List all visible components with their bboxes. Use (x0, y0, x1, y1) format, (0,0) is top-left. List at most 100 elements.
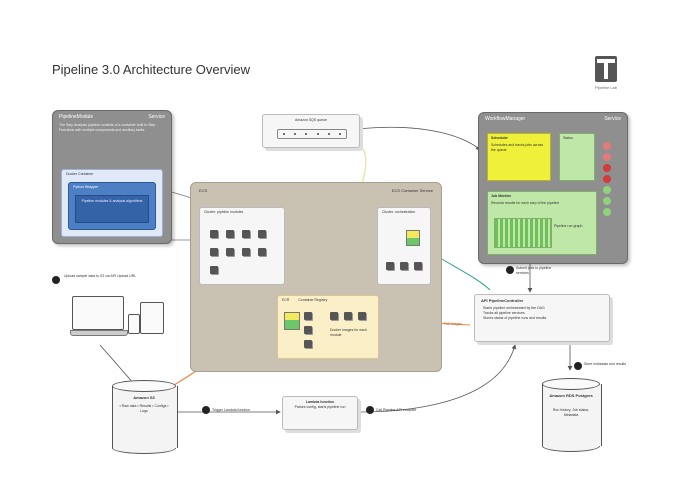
run-graph-caption: Pipeline run graph (554, 224, 583, 228)
image-icon (358, 312, 366, 320)
task-icon (414, 262, 422, 270)
pipeline-module-header: PipelineModule Service (53, 111, 171, 123)
pipeline-module-kind: Service (148, 114, 165, 120)
s3-text: • Raw data • Results • Configs • Logs (119, 404, 169, 413)
submit-note: Submit jobs to pipeline services (516, 266, 552, 275)
tablet-icon (140, 302, 164, 334)
ecs-label: ECS (199, 188, 208, 193)
image-icon (304, 312, 312, 320)
task-icon (258, 248, 266, 256)
pipeline-module-panel: PipelineModule Service The Step Analysis… (52, 110, 172, 244)
cluster-a-label: Cluster: pipeline modules (204, 210, 244, 214)
laptop-icon (70, 296, 128, 336)
api-bullet: Tracks all pipeline services (483, 311, 525, 315)
s3-bucket: Amazon S3 • Raw data • Results • Configs… (112, 380, 178, 454)
image-icon (304, 340, 312, 348)
job-monitor-title: Job Monitor (491, 194, 512, 198)
ecr-note: Docker images for each module (330, 328, 367, 337)
orchestrator-icon (406, 230, 420, 246)
task-icon (226, 230, 234, 238)
page-title: Pipeline 3.0 Architecture Overview (52, 62, 250, 77)
task-icon (210, 230, 218, 238)
task-icon (400, 262, 408, 270)
ecs-cluster: ECS ECS Container Service Cluster: pipel… (190, 182, 442, 372)
status-dot-icon (603, 175, 611, 183)
trigger-note: Trigger Lambda function (212, 408, 250, 412)
cluster-b-label: Cluster: orchestration (382, 210, 416, 214)
ecr-label: ECR (282, 298, 290, 302)
workflow-manager-header: WorkflowManager Service (479, 113, 627, 125)
image-icon (344, 312, 352, 320)
run-graph (494, 218, 552, 248)
queue-title: Amazon SQS queue (295, 118, 327, 122)
image-icon (330, 312, 338, 320)
algorithms-caption: Pipeline modules & analysis algorithms (81, 199, 143, 203)
upload-note: Upload sample data to S3 via API Upload … (64, 274, 137, 278)
python-wrapper-label: Python Wrapper (73, 185, 99, 189)
lambda-name: Lambda function (305, 400, 335, 404)
logo-icon (595, 56, 617, 82)
task-icon (258, 230, 266, 238)
task-icon (386, 262, 394, 270)
image-icon (304, 326, 312, 334)
logo-caption: Pipeline Lab (594, 85, 618, 90)
status-dot-icon (603, 153, 611, 161)
ecr-link-label: Pull images (444, 322, 463, 326)
lambda-box: Lambda function Parses config, starts pi… (282, 396, 358, 430)
rds-database: Amazon RDS Postgres Run history, Job sta… (542, 378, 602, 452)
scheduler-box: Scheduler Schedules and tracks jobs acro… (487, 133, 551, 181)
task-icon (210, 266, 218, 274)
ecr-box: ECR Container Registry Docker images for… (277, 295, 379, 359)
ecs-service-label: ECS Container Service (391, 188, 433, 193)
status-dot-icon (603, 164, 611, 172)
ecr-header: ECR Container Registry (278, 296, 378, 305)
pipeline-module-description: The Step Analysis pipeline consists of a… (59, 123, 156, 132)
task-icon (242, 230, 250, 238)
status-dot-icon (603, 142, 611, 150)
step-3-badge (366, 406, 374, 414)
scheduler-title: Scheduler (491, 136, 508, 140)
task-icon (226, 248, 234, 256)
docker-container-label: Docker Container (66, 172, 94, 176)
step-1-badge (52, 276, 60, 284)
step-4-badge (506, 266, 514, 274)
job-monitor-box: Job Monitor Records results for each ste… (487, 191, 597, 255)
cluster-b-box: Cluster: orchestration (377, 207, 431, 285)
status-dot-icon (603, 197, 611, 205)
workflow-manager-name: WorkflowManager (485, 116, 526, 122)
workflow-manager-panel: WorkflowManager Service Scheduler Schedu… (478, 112, 628, 264)
status-dot-icon (603, 186, 611, 194)
status-box: Status (559, 133, 595, 181)
image-icon (284, 312, 300, 330)
rds-name: Amazon RDS Postgres (549, 393, 593, 398)
brand-logo: Pipeline Lab (588, 56, 624, 102)
phone-icon (128, 314, 140, 334)
api-controller-box: API PipelineController Starts pipeline o… (474, 294, 610, 342)
sqs-queue: Amazon SQS queue (262, 114, 360, 148)
algorithms-box: Pipeline modules & analysis algorithms (75, 195, 149, 223)
api-bullet: Starts pipeline orchestrated by the DAG (483, 306, 545, 310)
step-2-badge (202, 406, 210, 414)
scheduler-text: Schedules and tracks jobs across the que… (491, 143, 544, 152)
rds-note: Store metadata and results (584, 362, 627, 366)
workflow-manager-kind: Service (604, 116, 621, 122)
queue-slots (277, 129, 347, 139)
cluster-a-box: Cluster: pipeline modules (199, 207, 285, 285)
docker-container-box: Docker Container Python Wrapper Pipeline… (61, 169, 163, 237)
step-5-badge (574, 362, 582, 370)
api-bullet: Stores status of pipeline runs and resul… (483, 316, 547, 320)
rds-text: Run history, Job status, Metadata (552, 408, 590, 417)
status-indicators (603, 139, 617, 239)
api-name: API PipelineController (481, 298, 524, 303)
ecr-name: Container Registry (298, 298, 328, 302)
link-queue-to-workflow (349, 126, 481, 151)
task-icon (210, 248, 218, 256)
task-icon (242, 248, 250, 256)
s3-name: Amazon S3 (133, 395, 155, 400)
status-title: Status (563, 136, 573, 140)
link-lambda-api (357, 344, 517, 413)
pipeline-module-name: PipelineModule (59, 114, 94, 120)
link-laptop-s3 (99, 344, 136, 386)
lambda-text: Parses config, starts pipeline run (294, 405, 346, 409)
job-monitor-text: Records results for each step of the pip… (491, 201, 560, 205)
